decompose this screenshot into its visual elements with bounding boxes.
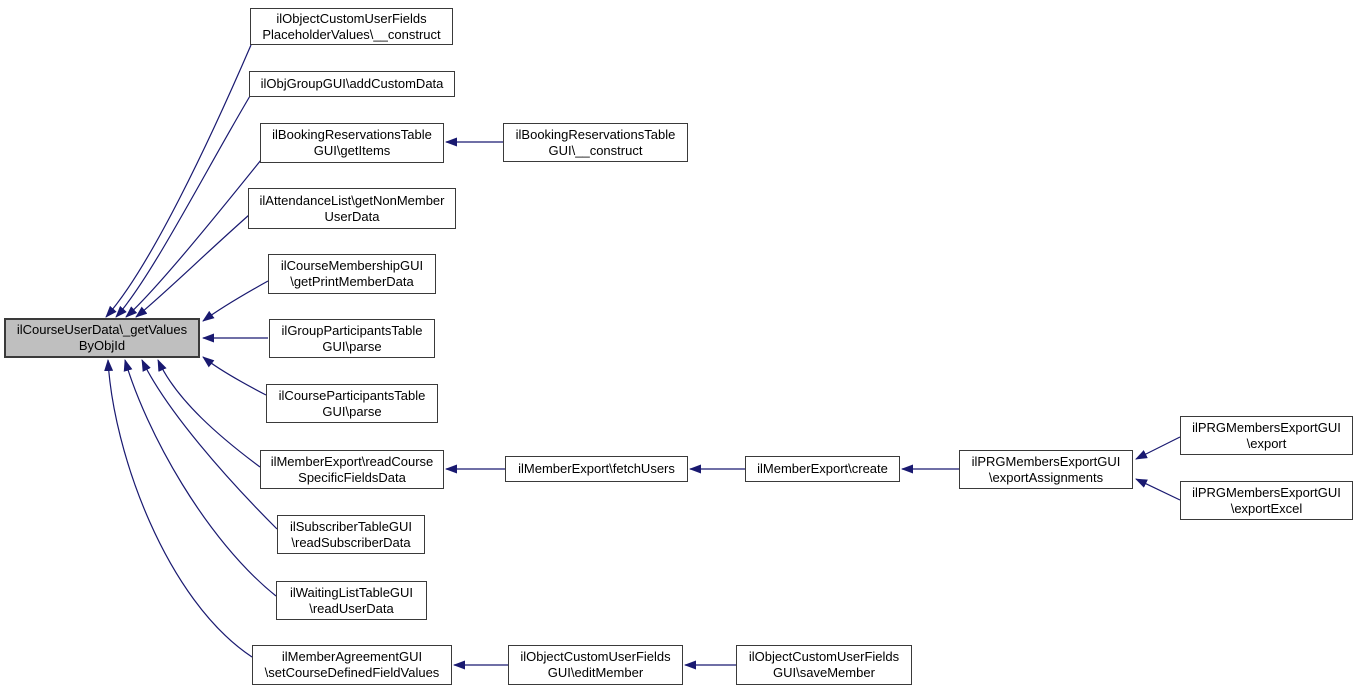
edge-readsubscriberdata-to-getvalues-byobjid	[141, 359, 278, 530]
node-readcourse-specificfieldsdata[interactable]: ilMemberExport\readCourse SpecificFields…	[260, 450, 444, 489]
node-savemember[interactable]: ilObjectCustomUserFields GUI\saveMember	[736, 645, 912, 685]
edge-getprintmemberdata-to-getvalues-byobjid	[202, 280, 269, 322]
node-setcoursedefinedfieldvalues[interactable]: ilMemberAgreementGUI \setCourseDefinedFi…	[252, 645, 452, 685]
edge-readcourse-specificfieldsdata-to-getvalues-byobjid	[157, 359, 261, 468]
node-getnonmember-userdata[interactable]: ilAttendanceList\getNonMember UserData	[248, 188, 456, 229]
node-getprintmemberdata[interactable]: ilCourseMembershipGUI \getPrintMemberDat…	[268, 254, 436, 294]
node-getvalues-byobjid[interactable]: ilCourseUserData\_getValues ByObjId	[4, 318, 200, 358]
node-prg-exportexcel[interactable]: ilPRGMembersExportGUI \exportExcel	[1180, 481, 1353, 520]
node-placeholdervalues-construct[interactable]: ilObjectCustomUserFields PlaceholderValu…	[250, 8, 453, 45]
node-fetchusers[interactable]: ilMemberExport\fetchUsers	[505, 456, 688, 482]
edge-getnonmember-userdata-to-getvalues-byobjid	[135, 214, 250, 318]
node-exportassignments[interactable]: ilPRGMembersExportGUI \exportAssignments	[959, 450, 1133, 489]
node-editmember[interactable]: ilObjectCustomUserFields GUI\editMember	[508, 645, 683, 685]
node-memberexport-create[interactable]: ilMemberExport\create	[745, 456, 900, 482]
edge-prg-exportexcel-to-exportassignments	[1135, 478, 1181, 501]
edge-prg-export-to-exportassignments	[1135, 436, 1181, 460]
node-readsubscriberdata[interactable]: ilSubscriberTableGUI \readSubscriberData	[277, 515, 425, 554]
node-addcustomdata[interactable]: ilObjGroupGUI\addCustomData	[249, 71, 455, 97]
node-groupparticipants-parse[interactable]: ilGroupParticipantsTable GUI\parse	[269, 319, 435, 358]
edge-setcoursedefinedfieldvalues-to-getvalues-byobjid	[104, 359, 253, 658]
edge-courseparticipants-parse-to-getvalues-byobjid	[202, 356, 267, 396]
node-bookingreservations-construct[interactable]: ilBookingReservationsTable GUI\__constru…	[503, 123, 688, 162]
node-prg-export[interactable]: ilPRGMembersExportGUI \export	[1180, 416, 1353, 455]
node-readuserdata[interactable]: ilWaitingListTableGUI \readUserData	[276, 581, 427, 620]
edge-addcustomdata-to-getvalues-byobjid	[115, 95, 251, 318]
edge-readuserdata-to-getvalues-byobjid	[123, 359, 277, 597]
edge-getitems-to-getvalues-byobjid	[125, 159, 262, 318]
edge-placeholdervalues-construct-to-getvalues-byobjid	[105, 44, 252, 318]
node-courseparticipants-parse[interactable]: ilCourseParticipantsTable GUI\parse	[266, 384, 438, 423]
node-getitems[interactable]: ilBookingReservationsTable GUI\getItems	[260, 123, 444, 163]
